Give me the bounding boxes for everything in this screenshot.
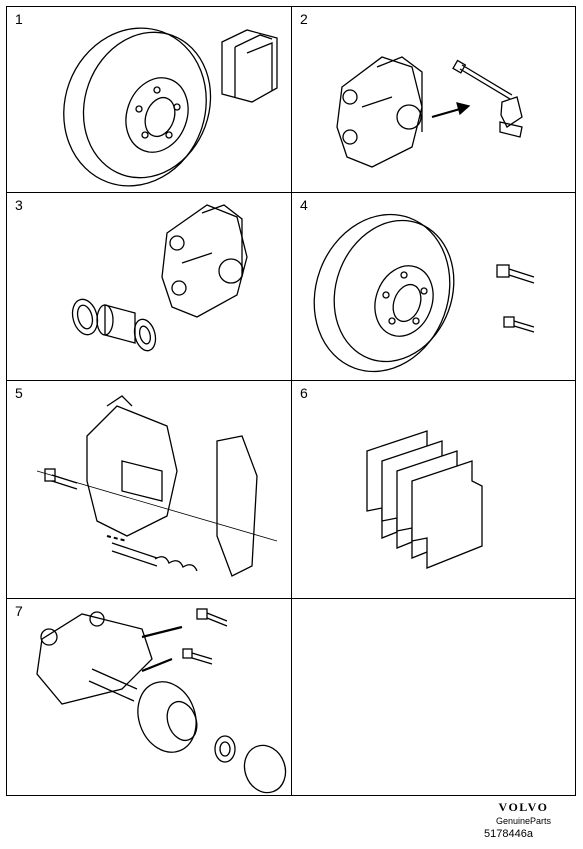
panel-number: 3 — [15, 197, 23, 213]
panel-empty — [291, 598, 576, 796]
caliper-bracket-drawing — [36, 395, 278, 577]
volvo-brand: VOLVO GenuineParts — [496, 800, 551, 826]
figure-number: 5178446a — [484, 828, 533, 840]
panel-number: 6 — [300, 385, 308, 401]
panel-number: 5 — [15, 385, 23, 401]
panel-1[interactable]: 1 — [6, 6, 293, 194]
exploded-parts-grid: 1 2 — [6, 6, 576, 796]
panel-5[interactable]: 5 — [6, 380, 293, 600]
panel-7[interactable]: 7 — [6, 598, 293, 796]
panel-number: 2 — [300, 11, 308, 27]
brake-disc-bolts-drawing — [313, 213, 535, 373]
panel-2[interactable]: 2 — [291, 6, 576, 194]
panel-4[interactable]: 4 — [291, 192, 576, 382]
genuine-parts-label: GenuineParts — [495, 816, 551, 826]
caliper-piston-seal-drawing — [71, 204, 248, 352]
panel-number: 7 — [15, 603, 23, 619]
panel-number: 1 — [15, 11, 23, 27]
wheel-hub-assembly-drawing — [36, 608, 287, 794]
panel-3[interactable]: 3 — [6, 192, 293, 382]
caliper-assembly-drawing — [336, 56, 523, 168]
brake-pad-set-drawing — [366, 430, 483, 569]
panel-6[interactable]: 6 — [291, 380, 576, 600]
panel-number: 4 — [300, 197, 308, 213]
volvo-logo: VOLVO — [498, 800, 549, 814]
brake-disc-and-pads-drawing — [63, 27, 278, 187]
